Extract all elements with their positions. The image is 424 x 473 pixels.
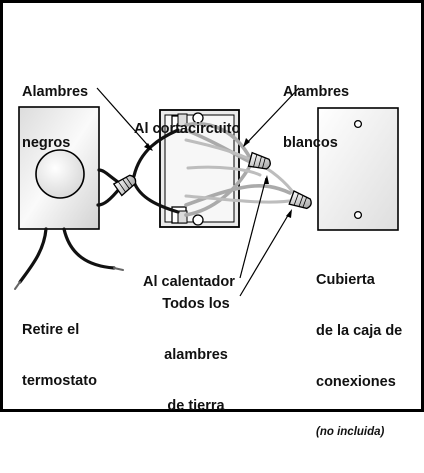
label-to-breaker-text: Al cortacircuito — [134, 121, 241, 137]
label-black-wires-line-1: Alambres — [22, 84, 89, 100]
thermostat-dial — [35, 149, 85, 199]
ground-wires — [184, 138, 298, 204]
label-ground-wires-line-3: de tierra — [167, 398, 225, 414]
label-ground-wires-line-2: alambres — [164, 347, 228, 363]
label-to-heater-text: Al calentador — [143, 274, 235, 290]
label-black-wires-line-2: negros — [22, 135, 71, 151]
leader-arrowheads — [144, 138, 292, 218]
black-wires — [132, 128, 180, 214]
cover-plate-icon — [317, 107, 399, 231]
leader-white-wires — [243, 87, 300, 147]
label-ground-wires: Todos los alambres de tierra — [151, 262, 241, 449]
label-ground-wires-line-1: Todos los — [162, 296, 230, 312]
diagram-drawing — [0, 0, 424, 412]
wire-nut-icon — [247, 151, 271, 170]
leader-ground-1 — [239, 177, 267, 279]
thermostat-icon — [18, 106, 100, 230]
junction-box-icon — [159, 109, 240, 228]
outer-border — [0, 0, 424, 412]
black-wires-to-thermostat — [96, 168, 122, 207]
label-white-wires-line-2: blancos — [283, 135, 338, 151]
label-box-cover-line-3: conexiones — [316, 374, 396, 390]
label-box-cover: Cubierta de la caja de conexiones (no in… — [316, 238, 402, 473]
wire-nut-icon — [288, 190, 312, 210]
label-black-wires: Alambres negros — [22, 50, 88, 186]
label-remove-thermostat: Retire el termostato — [22, 288, 97, 424]
label-box-cover-note: (no incluida) — [316, 426, 385, 438]
wiring-diagram: Alambres negros Al cortacircuito Alambre… — [0, 0, 424, 438]
label-remove-thermostat-line-1: Retire el — [22, 322, 80, 338]
label-remove-thermostat-line-2: termostato — [22, 373, 97, 389]
label-white-wires: Alambres blancos — [283, 50, 349, 186]
label-to-breaker: Al cortacircuito — [134, 87, 240, 172]
label-white-wires-line-1: Alambres — [283, 84, 350, 100]
leader-lines — [96, 87, 300, 297]
thermostat-loose-wires — [14, 227, 124, 290]
label-to-heater: Al calentador — [143, 240, 235, 325]
label-box-cover-line-1: Cubierta — [316, 272, 375, 288]
leader-ground-2 — [239, 211, 291, 297]
label-box-cover-line-2: de la caja de — [316, 323, 403, 339]
wire-nut-icon — [112, 174, 137, 197]
leader-black-wires — [96, 87, 153, 151]
